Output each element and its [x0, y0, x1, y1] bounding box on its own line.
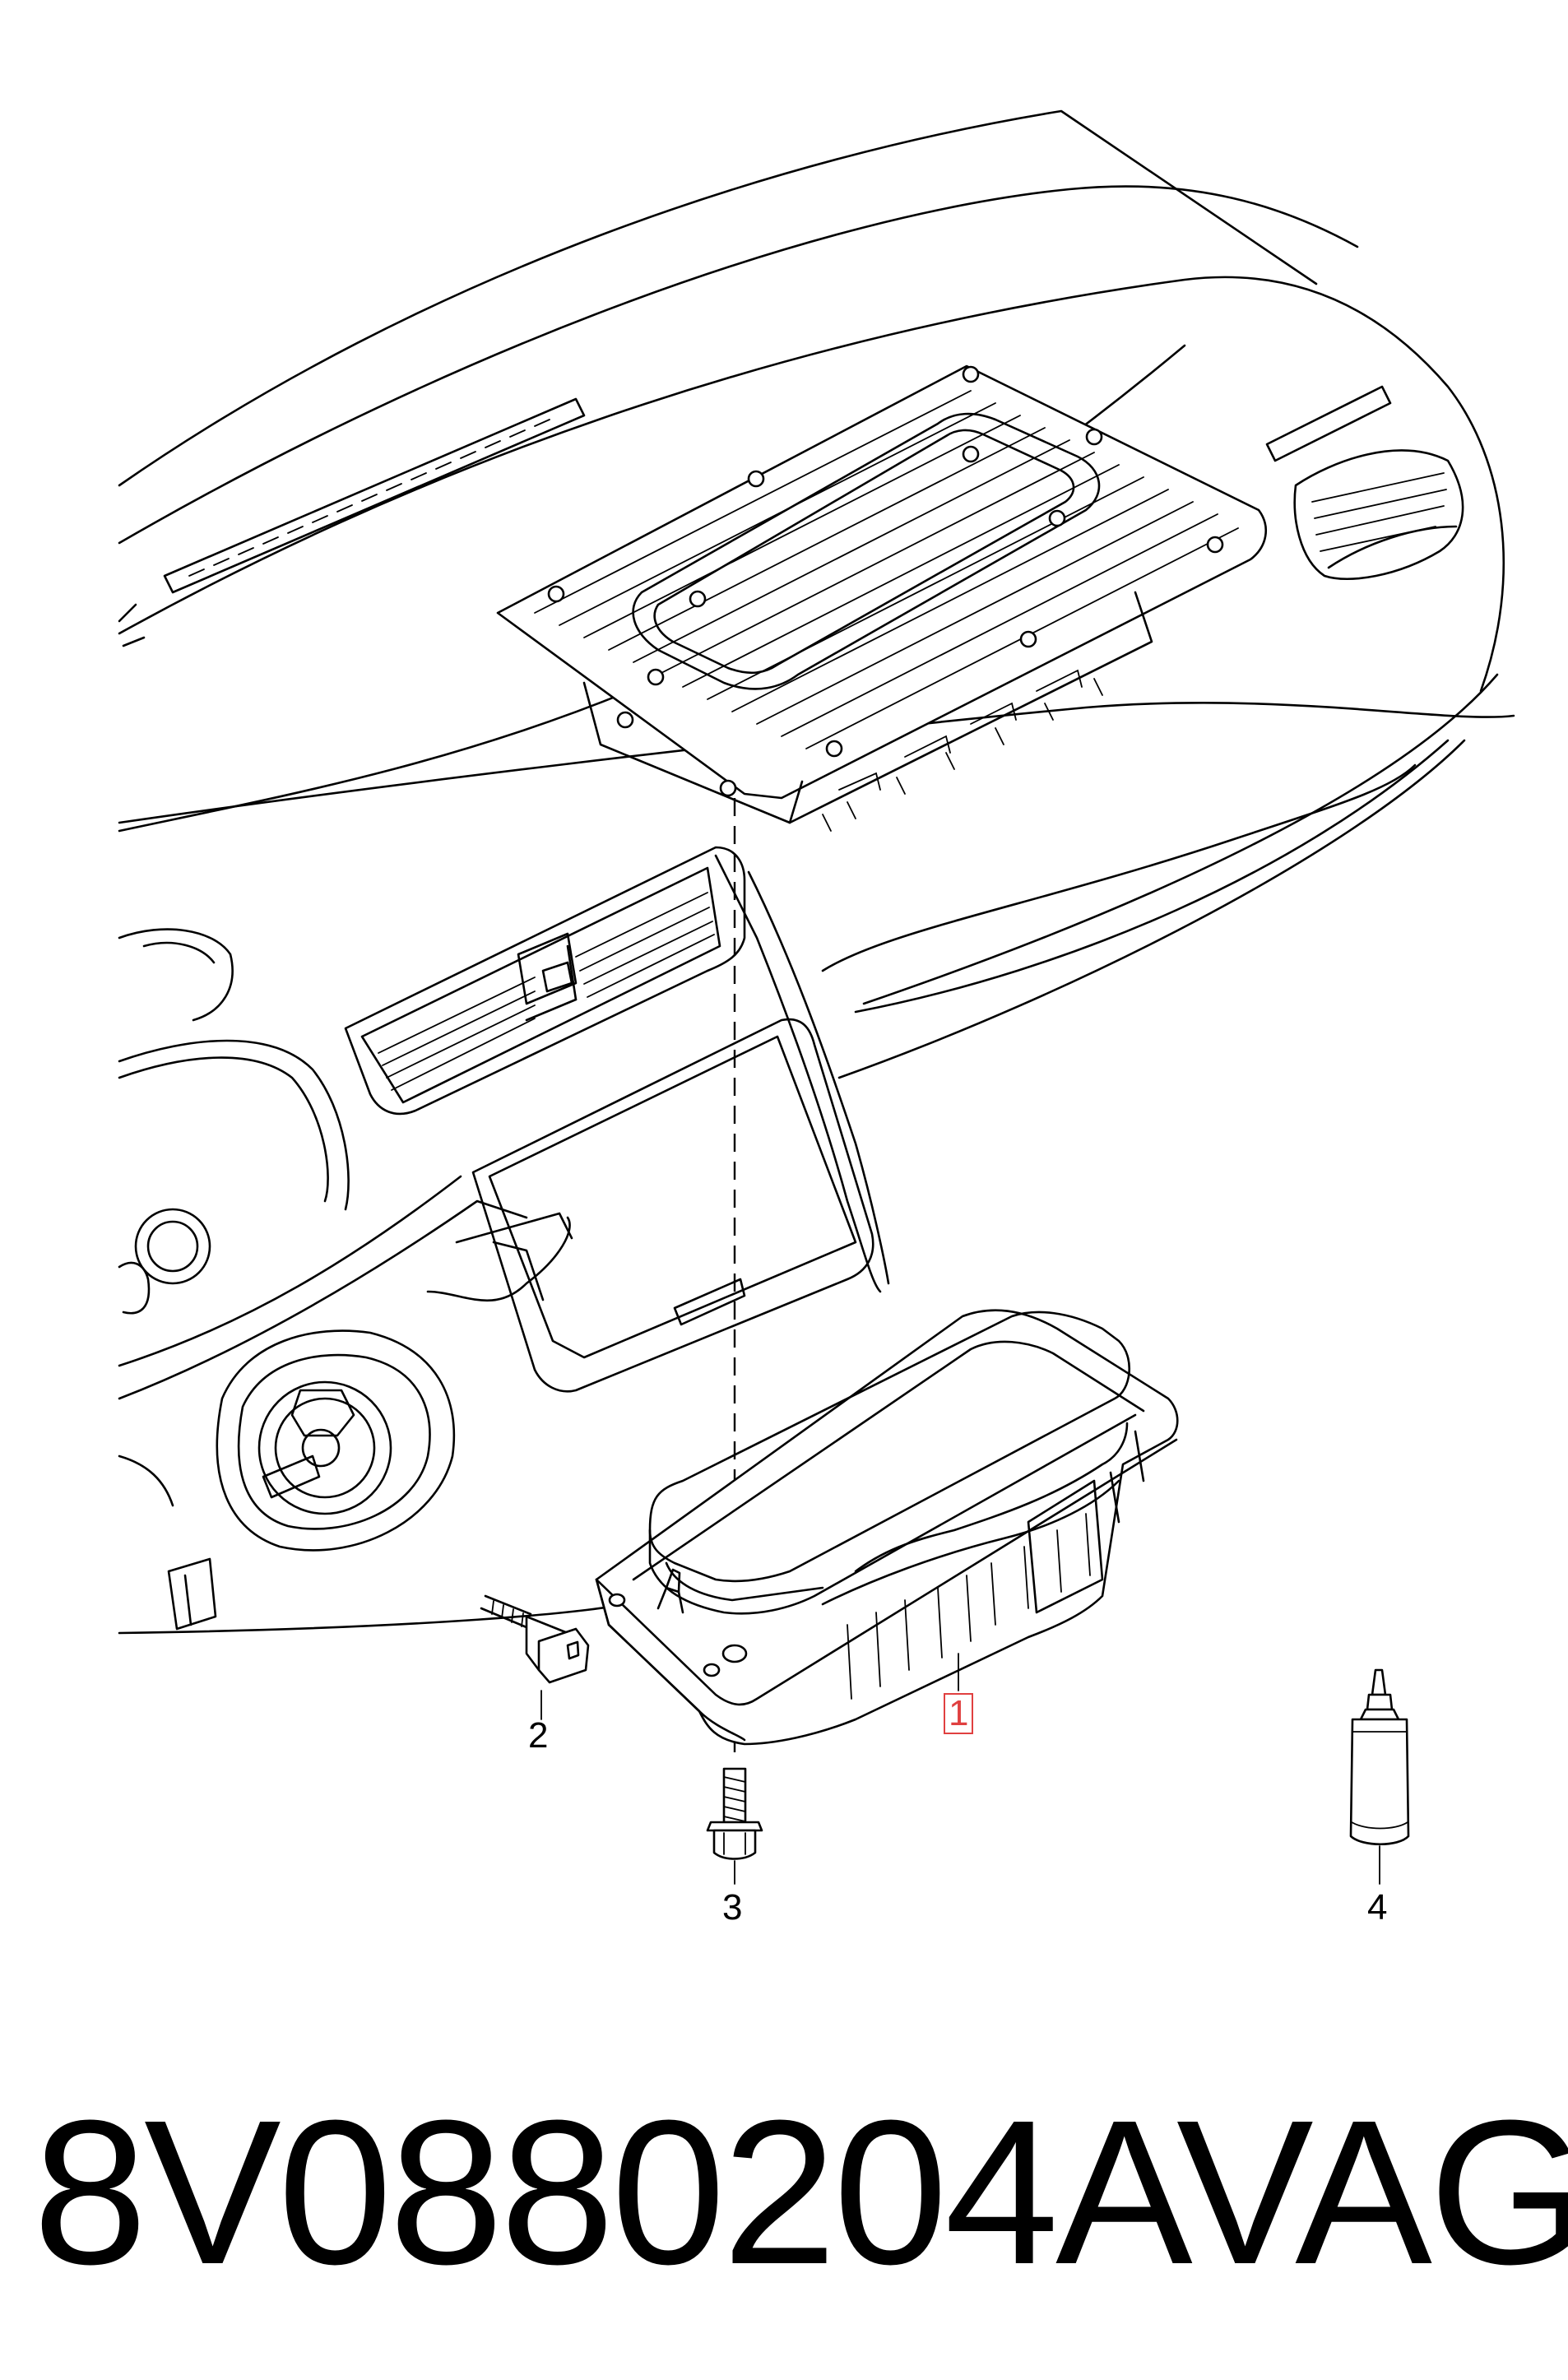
- installed-airbag-view: [496, 364, 1267, 832]
- airbag-housing-ribs: [847, 1513, 1091, 1700]
- defroster-grille-slats: [188, 419, 550, 577]
- callout-2[interactable]: 2: [528, 1715, 549, 1756]
- airbag-mount-tabs: [822, 669, 1103, 832]
- center-console: [344, 846, 890, 1393]
- callout-1[interactable]: 1: [944, 1693, 974, 1734]
- cover-screw-holes: [547, 365, 1224, 797]
- part-4-bottle: [1349, 1668, 1410, 1885]
- callout-4[interactable]: 4: [1367, 1887, 1388, 1928]
- steering-area: [118, 928, 643, 1635]
- part-2-connector: [480, 1594, 590, 1720]
- brand-label: VAG: [1176, 2077, 1568, 2307]
- callout-3[interactable]: 3: [722, 1887, 743, 1928]
- part-3-bolt: [706, 1767, 763, 1885]
- part-1-airbag-module: [595, 1309, 1179, 1746]
- dashboard-outline: [118, 109, 1515, 1079]
- part-number-label: 8V0880204A: [33, 2077, 1193, 2307]
